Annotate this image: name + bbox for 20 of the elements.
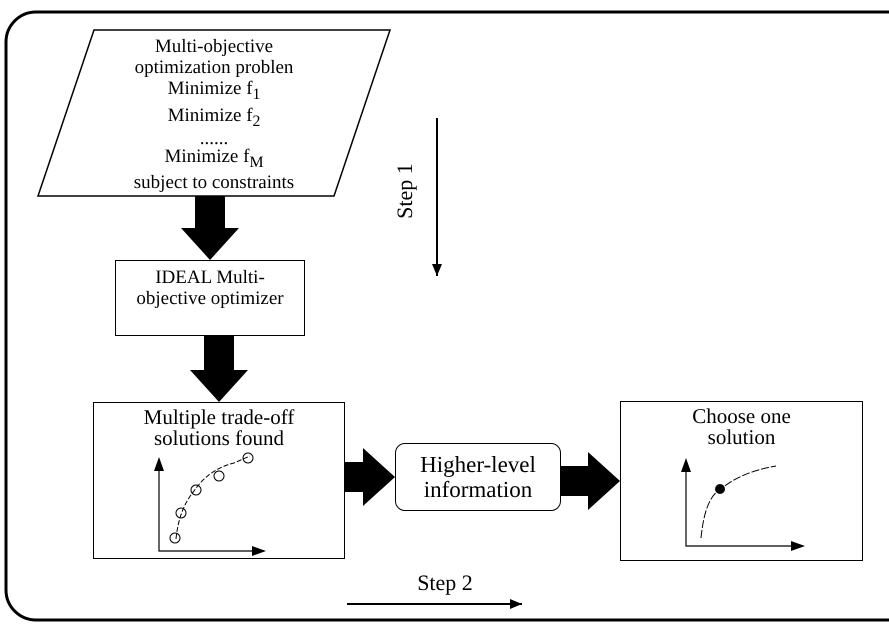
node-text: Multi-objective optimization problen <box>134 36 294 78</box>
step-label: Step 2 <box>416 570 474 596</box>
block-arrow <box>561 452 620 510</box>
result-box <box>93 402 345 559</box>
input-parallelogram <box>38 30 390 196</box>
node-text: Minimize f$_{M}$ <box>164 146 264 172</box>
node-text: Choose one solution <box>691 406 792 448</box>
node-text: ...... <box>200 132 228 146</box>
result-box <box>620 401 863 561</box>
node-text: Higher-level information <box>419 452 537 502</box>
node-text: Multiple trade-off solutions found <box>142 407 296 449</box>
node-text: subject to constraints <box>134 172 294 194</box>
process-box <box>115 260 305 336</box>
node-text: Minimize f$_{1}$ <box>168 78 260 105</box>
node-text: IDEAL Multi-objective optimizer <box>135 267 285 309</box>
block-arrow <box>181 196 239 260</box>
step-label: Step 1 <box>392 162 418 221</box>
block-arrow <box>345 448 395 506</box>
rounded-box <box>395 443 561 511</box>
node-text: Minimize f$_{2}$ <box>168 104 260 132</box>
